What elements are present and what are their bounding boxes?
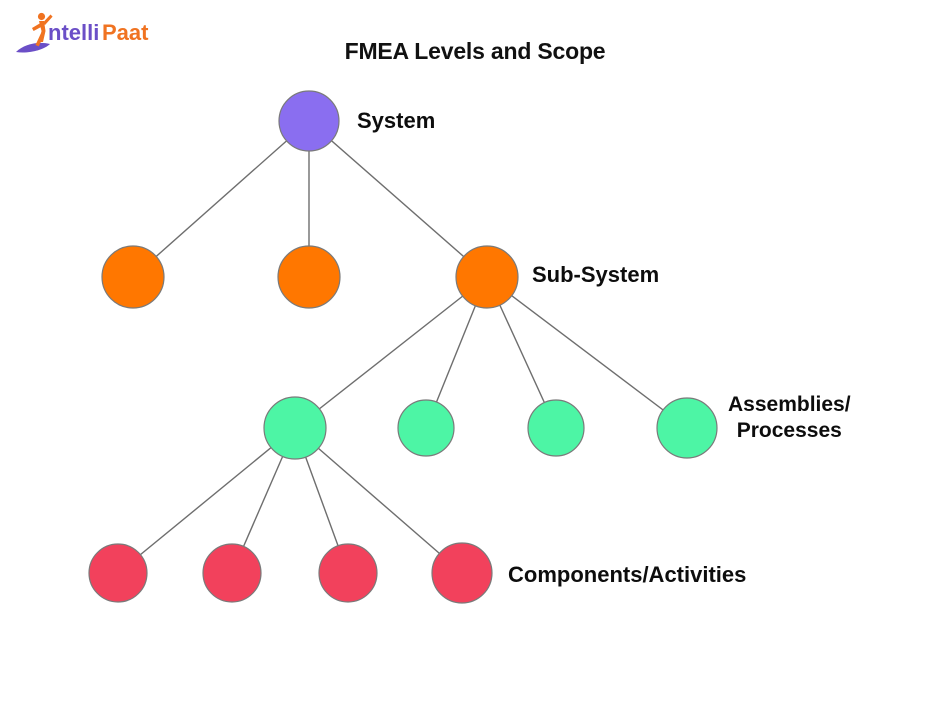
level-label-assemblies-line-1: Processes — [736, 419, 842, 443]
node-layer — [88, 90, 718, 604]
node-assemblies-0[interactable] — [263, 396, 327, 460]
node-components-0[interactable] — [88, 543, 148, 603]
node-subsystem-2[interactable] — [455, 245, 519, 309]
tree-edge — [117, 427, 296, 574]
tree-edge — [294, 427, 463, 574]
node-subsystem-0[interactable] — [101, 245, 165, 309]
tree-edge — [132, 120, 310, 278]
node-components-2[interactable] — [318, 543, 378, 603]
logo-figure-icon — [32, 12, 53, 47]
logo-text-ntelli: ntelli — [48, 20, 99, 45]
node-components-1[interactable] — [202, 543, 262, 603]
page-title: FMEA Levels and Scope — [344, 38, 606, 64]
level-label-assemblies-line-0: Assemblies/ — [728, 393, 851, 416]
node-system-0[interactable] — [278, 90, 340, 152]
intellipaat-logo: ntelli Paat — [14, 8, 164, 58]
logo-text-paat: Paat — [102, 20, 149, 45]
tree-edge — [308, 120, 488, 278]
tree-edge — [486, 276, 688, 429]
edge-layer — [117, 120, 688, 574]
level-label-system: System — [357, 108, 436, 133]
node-assemblies-1[interactable] — [397, 399, 455, 457]
level-label-components: Components/Activities — [508, 562, 747, 587]
node-assemblies-2[interactable] — [527, 399, 585, 457]
node-subsystem-1[interactable] — [277, 245, 341, 309]
level-label-subsystem: Sub-System — [532, 262, 660, 287]
tree-edge — [294, 276, 488, 429]
logo-swoosh-icon — [16, 42, 50, 53]
node-assemblies-3[interactable] — [656, 397, 718, 459]
node-components-3[interactable] — [431, 542, 493, 604]
level-label-assemblies: Assemblies/Processes — [728, 392, 851, 445]
